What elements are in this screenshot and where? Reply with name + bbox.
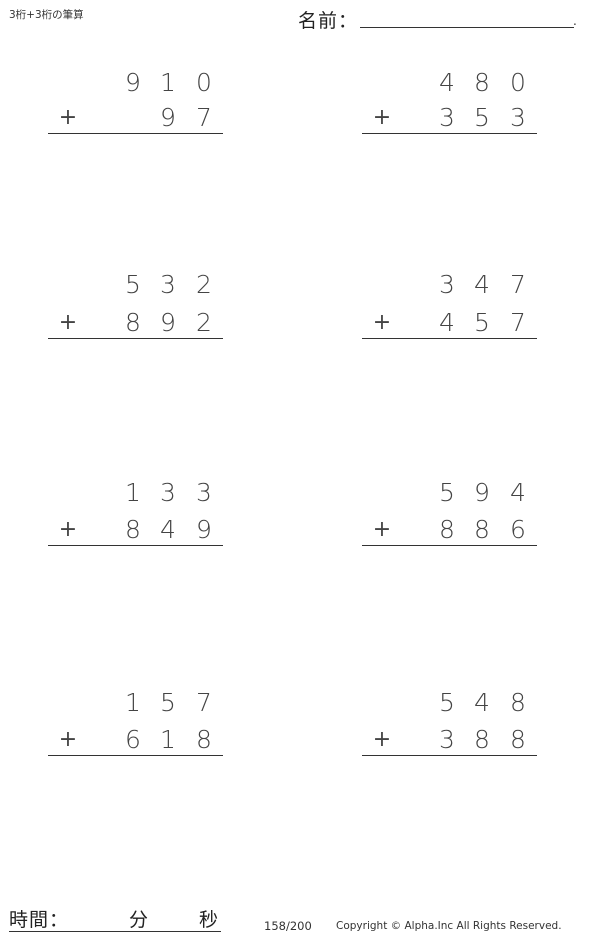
bottom-digit: 8 bbox=[474, 515, 490, 544]
answer-line bbox=[362, 338, 537, 339]
bottom-digit: 8 bbox=[125, 515, 141, 544]
bottom-digit: 4 bbox=[439, 308, 455, 337]
top-digit: 1 bbox=[125, 478, 141, 507]
bottom-digit: 6 bbox=[510, 515, 526, 544]
copyright-text: Copyright © Alpha.Inc All Rights Reserve… bbox=[336, 920, 562, 932]
bottom-digit: 8 bbox=[510, 725, 526, 754]
bottom-digit: 6 bbox=[125, 725, 141, 754]
plus-sign: + bbox=[58, 727, 78, 752]
top-digit: 0 bbox=[510, 68, 526, 97]
bottom-digit: 3 bbox=[439, 103, 455, 132]
bottom-digit: 5 bbox=[474, 103, 490, 132]
top-digit: 5 bbox=[439, 478, 455, 507]
bottom-digit: 8 bbox=[125, 308, 141, 337]
bottom-digit: 1 bbox=[160, 725, 176, 754]
top-digit: 4 bbox=[510, 478, 526, 507]
answer-line bbox=[48, 545, 223, 546]
answer-line bbox=[362, 545, 537, 546]
time-field[interactable]: 時間： 分 秒 bbox=[9, 905, 221, 932]
answer-line bbox=[362, 133, 537, 134]
top-digit: 4 bbox=[439, 68, 455, 97]
plus-sign: + bbox=[58, 517, 78, 542]
top-digit: 3 bbox=[160, 478, 176, 507]
answer-line bbox=[48, 755, 223, 756]
top-digit: 1 bbox=[160, 68, 176, 97]
bottom-digit: 2 bbox=[196, 308, 212, 337]
top-digit: 7 bbox=[510, 270, 526, 299]
bottom-digit: 9 bbox=[160, 308, 176, 337]
name-end-mark: . bbox=[573, 14, 577, 28]
answer-line bbox=[362, 755, 537, 756]
top-digit: 3 bbox=[196, 478, 212, 507]
answer-line bbox=[48, 338, 223, 339]
bottom-digit: 8 bbox=[196, 725, 212, 754]
page-number: 158/200 bbox=[264, 919, 312, 933]
seconds-label: 秒 bbox=[199, 909, 219, 931]
name-field[interactable]: 名前： . bbox=[298, 6, 588, 32]
bottom-digit: 8 bbox=[439, 515, 455, 544]
top-digit: 8 bbox=[510, 688, 526, 717]
top-digit: 8 bbox=[474, 68, 490, 97]
bottom-digit: 3 bbox=[510, 103, 526, 132]
plus-sign: + bbox=[372, 105, 392, 130]
top-digit: 3 bbox=[160, 270, 176, 299]
top-digit: 9 bbox=[474, 478, 490, 507]
top-digit: 5 bbox=[160, 688, 176, 717]
top-digit: 5 bbox=[439, 688, 455, 717]
top-digit: 9 bbox=[125, 68, 141, 97]
bottom-digit: 9 bbox=[196, 515, 212, 544]
top-digit: 4 bbox=[474, 270, 490, 299]
plus-sign: + bbox=[372, 517, 392, 542]
bottom-digit: 3 bbox=[439, 725, 455, 754]
plus-sign: + bbox=[372, 727, 392, 752]
top-digit: 7 bbox=[196, 688, 212, 717]
top-digit: 2 bbox=[196, 270, 212, 299]
bottom-digit: 7 bbox=[196, 103, 212, 132]
top-digit: 4 bbox=[474, 688, 490, 717]
top-digit: 3 bbox=[439, 270, 455, 299]
worksheet-title: 3桁+3桁の筆算 bbox=[9, 9, 84, 21]
plus-sign: + bbox=[58, 105, 78, 130]
top-digit: 0 bbox=[196, 68, 212, 97]
top-digit: 5 bbox=[125, 270, 141, 299]
minutes-label: 分 bbox=[129, 909, 149, 931]
name-label: 名前： bbox=[298, 10, 359, 32]
bottom-digit: 9 bbox=[160, 103, 176, 132]
bottom-digit: 5 bbox=[474, 308, 490, 337]
name-underline[interactable] bbox=[360, 27, 574, 28]
bottom-digit: 7 bbox=[510, 308, 526, 337]
plus-sign: + bbox=[58, 310, 78, 335]
top-digit: 1 bbox=[125, 688, 141, 717]
time-label: 時間： bbox=[9, 909, 70, 931]
plus-sign: + bbox=[372, 310, 392, 335]
bottom-digit: 8 bbox=[474, 725, 490, 754]
answer-line bbox=[48, 133, 223, 134]
bottom-digit: 4 bbox=[160, 515, 176, 544]
